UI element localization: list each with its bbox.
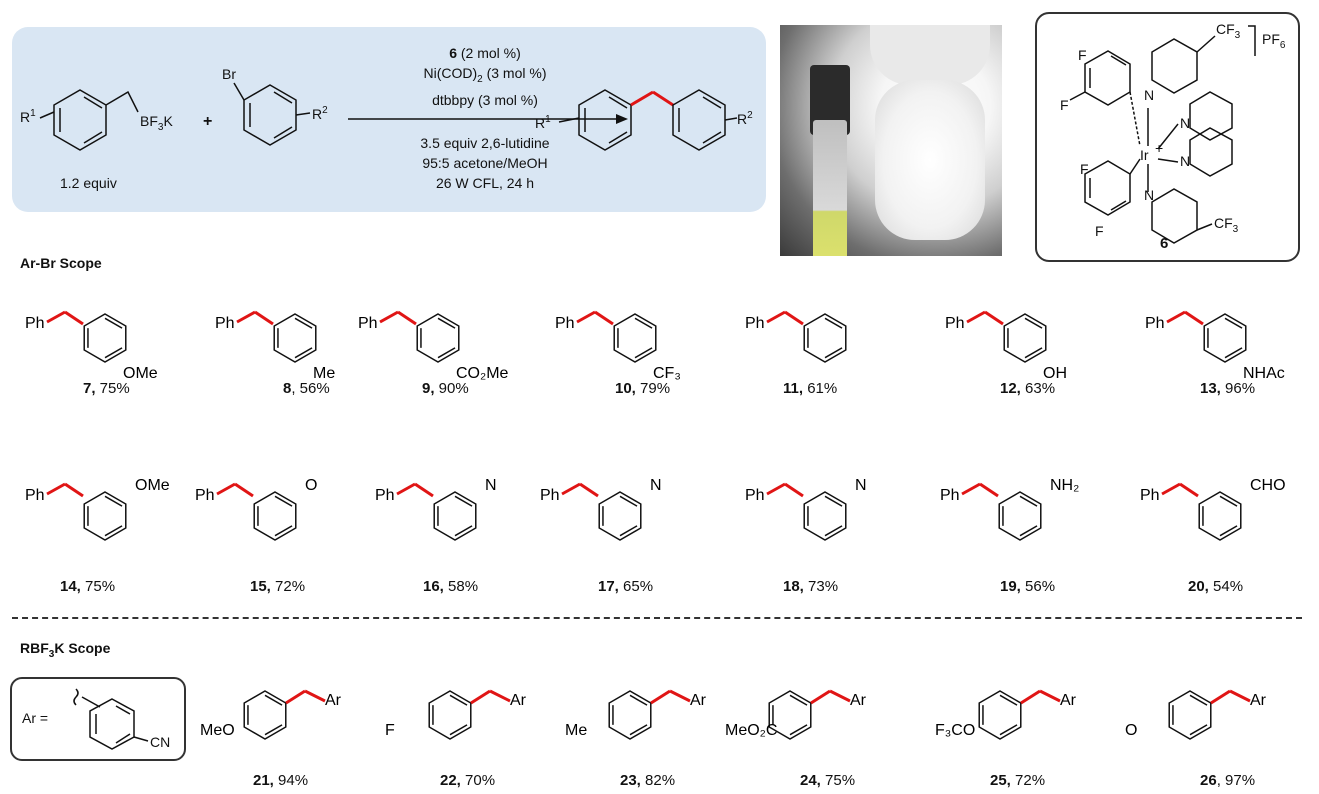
diarylmethane-product-structure: R1 R2	[535, 89, 753, 151]
reaction-setup-photo	[780, 25, 1002, 256]
bf3k-label: BF3K	[140, 113, 173, 133]
ph-label: Ph	[1145, 315, 1165, 332]
ph-label: Ph	[215, 315, 235, 332]
svg-text:N: N	[1144, 87, 1154, 103]
section-title-arbr: Ar-Br Scope	[20, 255, 102, 271]
compound-26-label: 26, 97%	[1200, 772, 1256, 789]
ph-label: Ph	[540, 487, 560, 504]
compound-20-label: 20, 54%	[1188, 578, 1244, 595]
catalyst-structure-box	[1035, 12, 1300, 262]
ar-4-cyanophenyl-structure: Ar = CN	[22, 688, 170, 750]
substituent-label: O	[305, 477, 317, 494]
ph-label: Ph	[358, 315, 378, 332]
ph-label: Ph	[555, 315, 575, 332]
compound-13-label: 13, 96%	[1200, 380, 1256, 397]
substituent-label: F	[385, 722, 395, 739]
svg-text:F: F	[1060, 97, 1069, 113]
compound-17-label: 17, 65%	[598, 578, 654, 595]
ph-label: Ph	[195, 487, 215, 504]
conditions-above-arrow: 6 (2 mol %) Ni(COD)2 (3 mol %) dtbbpy (3…	[423, 45, 547, 108]
conditions-below-arrow: 3.5 equiv 2,6-lutidine 95:5 acetone/MeOH…	[420, 135, 550, 191]
substituent-label: N	[485, 477, 497, 494]
ar-label: Ar	[510, 692, 527, 709]
ph-label: Ph	[945, 315, 965, 332]
compound-19-label: 19, 56%	[1000, 578, 1056, 595]
compound-14-label: 14, 75%	[60, 578, 116, 595]
ar-label: Ar	[850, 692, 867, 709]
compound-7-label: 7, 75%	[83, 380, 130, 397]
svg-text:R2: R2	[737, 110, 753, 127]
substituent-label: OMe	[135, 477, 170, 494]
substituent-label: NH₂	[1050, 477, 1079, 494]
r2-label: R2	[312, 105, 328, 122]
compound-18-label: 18, 73%	[783, 578, 839, 595]
substituent-label: MeO₂C	[725, 722, 777, 739]
ph-label: Ph	[25, 315, 45, 332]
svg-text:PF6: PF6	[1262, 31, 1286, 51]
compound-12-label: 12, 63%	[1000, 380, 1056, 397]
ar-label: Ar	[690, 692, 707, 709]
substituent-label: CO₂Me	[456, 365, 509, 380]
section-divider	[12, 617, 1302, 619]
svg-text:CF3: CF3	[1216, 21, 1241, 41]
substituent-label: OH	[1043, 365, 1067, 380]
svg-text:R1: R1	[535, 114, 551, 131]
compound-16-label: 16, 58%	[423, 578, 479, 595]
ph-label: Ph	[1140, 487, 1160, 504]
ph-label: Ph	[745, 315, 765, 332]
compound-21-label: 21, 94%	[253, 772, 309, 789]
compound-23-label: 23, 82%	[620, 772, 676, 789]
r1-label: R1	[20, 108, 36, 125]
compound-22-label: 22, 70%	[440, 772, 496, 789]
catalyst-label: 6	[1160, 235, 1169, 252]
aryl-bromide-structure: Br R2	[222, 66, 328, 146]
substituent-label: N	[855, 477, 867, 494]
substituent-label: CHO	[1250, 477, 1286, 494]
svg-text:N: N	[1180, 153, 1190, 169]
iridium-catalyst-structure: F F N CF3 PF6 Ir + N N F F N CF3	[1060, 21, 1286, 244]
ph-label: Ph	[940, 487, 960, 504]
ar-label: Ar	[325, 692, 342, 709]
compound-11-label: 11, 61%	[783, 380, 838, 397]
compound-10-label: 10, 79%	[615, 380, 671, 397]
svg-text:N: N	[1144, 187, 1154, 203]
ph-label: Ph	[375, 487, 395, 504]
substituent-label: MeO	[200, 722, 235, 739]
svg-text:CF3: CF3	[1214, 215, 1239, 235]
substituent-label: OMe	[123, 365, 158, 380]
svg-text:F: F	[1095, 223, 1104, 239]
svg-text:Ar =: Ar =	[22, 710, 48, 726]
svg-text:CN: CN	[150, 734, 170, 750]
compound-8-label: 8, 56%	[283, 380, 330, 397]
substituent-label: Me	[313, 365, 335, 380]
section-title-rbf3k: RBF3K Scope	[20, 640, 111, 660]
br-label: Br	[222, 66, 236, 82]
plus-sign: +	[203, 113, 213, 130]
substituent-label: CF₃	[653, 365, 681, 380]
ph-label: Ph	[25, 487, 45, 504]
compound-9-label: 9, 90%	[422, 380, 469, 397]
substituent-label: NHAc	[1243, 365, 1285, 380]
ar-label: Ar	[1250, 692, 1267, 709]
benzyl-trifluoroborate-structure: R1 BF3K	[20, 89, 173, 151]
equiv-label: 1.2 equiv	[60, 175, 117, 191]
svg-text:N: N	[1180, 115, 1190, 131]
ar-label: Ar	[1060, 692, 1077, 709]
compound-15-label: 15, 72%	[250, 578, 306, 595]
compound-25-label: 25, 72%	[990, 772, 1046, 789]
svg-text:F: F	[1080, 161, 1089, 177]
ar-definition-box	[10, 677, 186, 761]
substituent-label: Me	[565, 722, 587, 739]
ph-label: Ph	[745, 487, 765, 504]
svg-text:F: F	[1078, 47, 1087, 63]
svg-text:Ir: Ir	[1140, 147, 1149, 163]
compound-24-label: 24, 75%	[800, 772, 856, 789]
substituent-label: O	[1125, 722, 1137, 739]
substituent-label: F₃CO	[935, 722, 975, 739]
substituent-label: N	[650, 477, 662, 494]
